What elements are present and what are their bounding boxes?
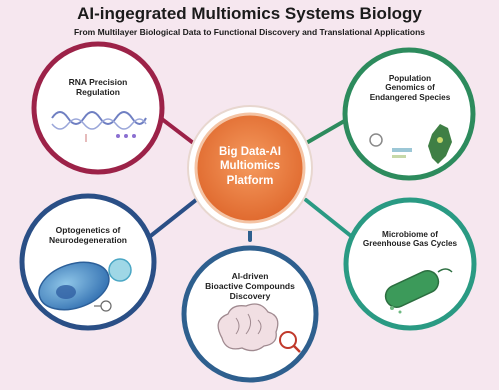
brain-icon	[217, 303, 279, 352]
center-hub-label: Big Data-AI Multiomics Platform	[190, 145, 310, 188]
population-label-line-1: Population	[388, 74, 432, 83]
optogenetics-label-line-2: Neurodegeneration	[49, 234, 127, 245]
bioactive-label-line-3: Discovery	[229, 290, 271, 301]
rna-node-label: RNA Precision Regulation	[48, 77, 148, 98]
optogenetics-node-label: Optogenetics of Neurodegeneration	[36, 225, 140, 246]
center-line-2: Multiomics	[219, 160, 281, 173]
dna-sample-icon	[369, 133, 412, 158]
connector-optogenetics	[146, 198, 198, 240]
bioactive-label-line-2: Bioactive Compounds	[205, 280, 295, 291]
population-label-line-3: Endangered Species	[369, 92, 451, 102]
bioactive-label-line-1: AI-driven	[231, 271, 269, 281]
rna-node-circle	[31, 41, 165, 175]
page-subtitle: From Multilayer Biological Data to Funct…	[73, 27, 426, 37]
korea-map-icon	[428, 124, 452, 164]
rna-label-line-2: Regulation	[76, 86, 120, 97]
center-hub	[194, 112, 306, 224]
optogenetics-label-line-1: Optogenetics of	[55, 225, 121, 235]
bacterium-icon	[384, 268, 453, 314]
magnifier-icon	[279, 331, 301, 353]
bioactive-node-label: AI-driven Bioactive Compounds Discovery	[198, 271, 302, 301]
rna-label-line-1: RNA Precision	[68, 77, 128, 87]
page-title: AI-ingegrated Multiomics Systems Biology	[77, 4, 422, 23]
microbiome-node-circle	[343, 197, 477, 331]
center-line-3: Platform	[226, 174, 274, 187]
microbiome-label-line-1: Microbiome of	[382, 230, 438, 239]
population-node-circle	[342, 47, 476, 181]
neuron-cell-icon	[38, 258, 132, 312]
population-label-line-2: Genomics of	[385, 83, 435, 93]
population-node-label: Population Genomics of Endangered Specie…	[360, 74, 460, 102]
microbiome-label-line-2: Greenhouse Gas Cycles	[362, 239, 458, 249]
microbiome-node-label: Microbiome of Greenhouse Gas Cycles	[358, 230, 462, 249]
rna-wave-icon	[51, 111, 147, 142]
connector-microbiome	[304, 198, 358, 242]
center-line-1: Big Data-AI	[219, 146, 281, 158]
